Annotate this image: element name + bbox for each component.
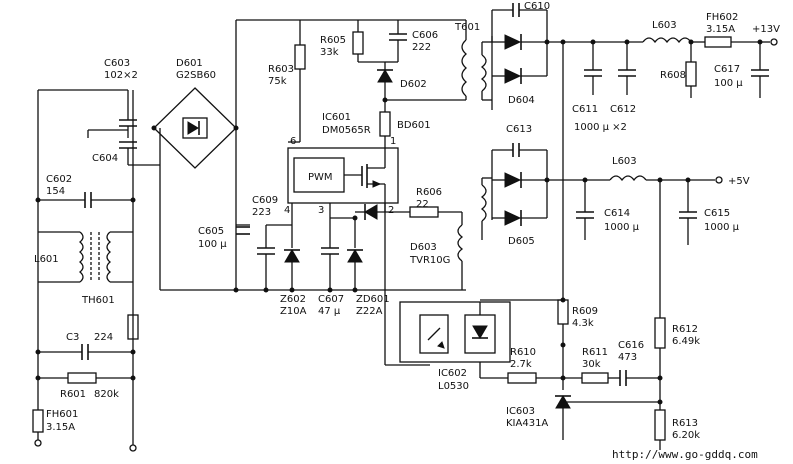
label-pin3: 3 xyxy=(318,205,324,216)
label-t601: T601 xyxy=(454,22,480,33)
label-r610: R610 xyxy=(510,347,536,358)
label-r612: R612 xyxy=(672,324,698,335)
label-fh601: FH601 xyxy=(46,409,78,420)
label-zd601: ZD601 xyxy=(356,294,390,305)
label-ic602: IC602 xyxy=(438,368,467,379)
label-5v-output: +5V xyxy=(728,176,750,187)
label-c603: C603 xyxy=(104,58,130,69)
label-d601-value: G2SB60 xyxy=(176,70,216,81)
label-c615: C615 xyxy=(704,208,730,219)
label-ic603: IC603 xyxy=(506,406,535,417)
label-r601-value: 820k xyxy=(94,389,119,400)
feedback-section xyxy=(399,42,666,450)
label-c614-value: 1000 μ xyxy=(604,222,640,233)
label-ic602-value: L0530 xyxy=(438,381,469,392)
label-r609: R609 xyxy=(572,306,598,317)
label-r613: R613 xyxy=(672,418,698,429)
label-c602: C602 xyxy=(46,174,72,185)
label-d603-value: TVR10G xyxy=(409,255,450,266)
label-c613: C613 xyxy=(506,124,532,135)
label-th601: TH601 xyxy=(81,295,115,306)
label-fh602: FH602 xyxy=(706,12,738,23)
label-c616-value: 473 xyxy=(618,352,637,363)
label-zd601-value: Z22A xyxy=(356,306,383,317)
label-l603-b: L603 xyxy=(612,156,637,167)
primary-section xyxy=(160,19,467,366)
label-pin4: 4 xyxy=(284,205,290,216)
label-l601: L601 xyxy=(34,254,59,265)
label-r605: R605 xyxy=(320,35,346,46)
label-d603: D603 xyxy=(410,242,437,253)
label-c605-value: 100 μ xyxy=(198,239,227,250)
label-c603-value: 102×2 xyxy=(104,70,138,81)
label-d602: D602 xyxy=(400,79,427,90)
label-ic601-value: DM0565R xyxy=(322,125,371,136)
label-pwm: PWM xyxy=(308,172,333,183)
label-c614: C614 xyxy=(604,208,630,219)
label-r610-value: 2.7k xyxy=(510,359,532,370)
label-c602-value: 154 xyxy=(46,186,65,197)
label-ic603-value: KIA431A xyxy=(506,418,548,429)
label-r606: R606 xyxy=(416,187,442,198)
label-r613-value: 6.20k xyxy=(672,430,700,441)
label-c609-value: 223 xyxy=(252,207,271,218)
label-c606-value: 222 xyxy=(412,42,431,53)
label-c611: C611 xyxy=(572,104,598,115)
label-d604: D604 xyxy=(508,95,535,106)
bridge-rectifier-d601 xyxy=(151,20,239,290)
label-d601: D601 xyxy=(176,58,203,69)
secondary-13v-section xyxy=(480,3,778,110)
label-c607-value: 47 μ xyxy=(318,306,341,317)
label-r601: R601 xyxy=(60,389,86,400)
label-r606-value: 22 xyxy=(416,199,429,210)
label-r611: R611 xyxy=(582,347,608,358)
label-c604: C604 xyxy=(92,153,118,164)
label-c617-value: 100 μ xyxy=(714,78,743,89)
label-c615-value: 1000 μ xyxy=(704,222,740,233)
label-d605: D605 xyxy=(508,236,535,247)
label-c607: C607 xyxy=(318,294,344,305)
label-r611-value: 30k xyxy=(582,359,601,370)
label-z602-value: Z10A xyxy=(280,306,307,317)
label-c612: C612 xyxy=(610,104,636,115)
label-13v-output: +13V xyxy=(752,24,780,35)
label-bd601: BD601 xyxy=(397,120,431,131)
label-c609: C609 xyxy=(252,195,278,206)
label-fh601-value: 3.15A xyxy=(46,422,75,433)
label-pin6: 6 xyxy=(290,136,296,147)
label-pin1: 1 xyxy=(390,136,396,147)
label-c606: C606 xyxy=(412,30,438,41)
label-r612-value: 6.49k xyxy=(672,336,700,347)
label-r605-value: 33k xyxy=(320,47,339,58)
ac-input-section xyxy=(32,89,160,452)
label-pin2: 2 xyxy=(388,205,394,216)
label-c605: C605 xyxy=(198,226,224,237)
label-ic601: IC601 xyxy=(322,112,351,123)
label-r609-value: 4.3k xyxy=(572,318,594,329)
label-l603-a: L603 xyxy=(652,20,677,31)
label-c617: C617 xyxy=(714,64,740,75)
label-c3-value: 224 xyxy=(94,332,113,343)
label-fh602-value: 3.15A xyxy=(706,24,735,35)
watermark-url: http://www.go-gddq.com xyxy=(612,448,758,461)
label-c611-value: 1000 μ ×2 xyxy=(574,122,627,133)
label-r603: R603 xyxy=(268,64,294,75)
label-r608: R608 xyxy=(660,70,686,81)
label-c616: C616 xyxy=(618,340,644,351)
label-z602: Z602 xyxy=(280,294,306,305)
label-c610: C610 xyxy=(524,1,550,12)
component-labels: C603 102×2 D601 G2SB60 C604 C602 154 L60… xyxy=(34,1,780,461)
label-c3: C3 xyxy=(66,332,79,343)
secondary-5v-section xyxy=(480,143,723,245)
label-r603-value: 75k xyxy=(268,76,287,87)
